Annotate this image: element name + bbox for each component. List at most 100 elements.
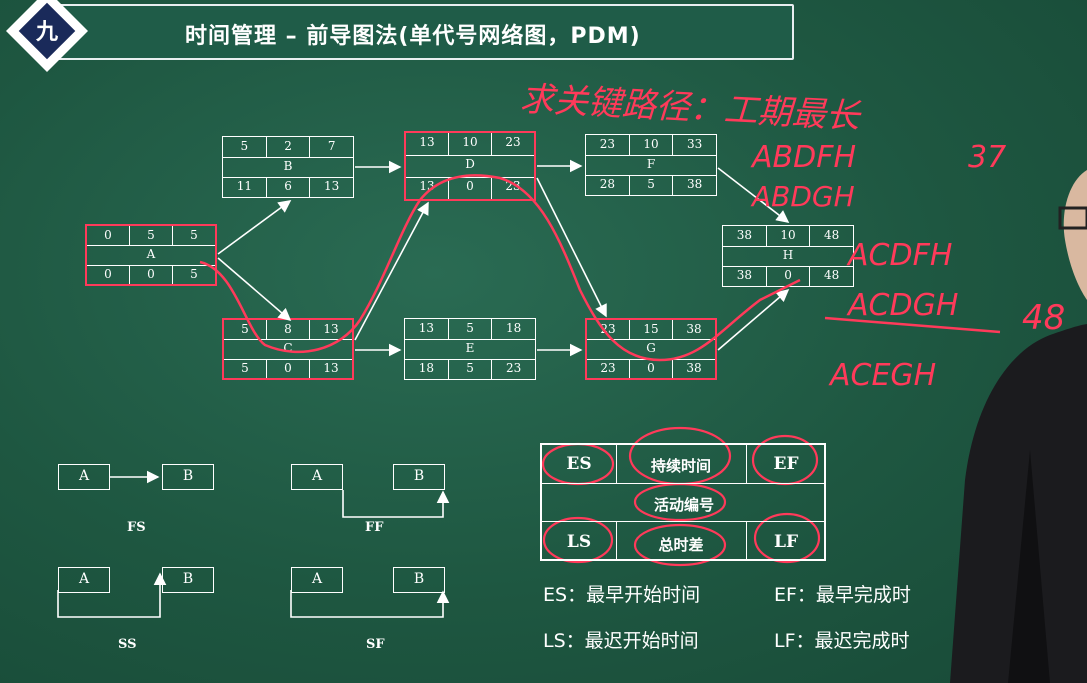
node-B-duration: 2 bbox=[267, 137, 311, 157]
node-G-ef: 38 bbox=[686, 322, 702, 336]
chapter-number: 九 bbox=[35, 20, 58, 45]
node-B-es: 5 bbox=[223, 137, 267, 157]
ss-box-b: B bbox=[162, 567, 214, 593]
handwriting-duration-4: 48 bbox=[1022, 298, 1066, 338]
node-F-lf: 38 bbox=[687, 176, 703, 191]
sf-connector bbox=[290, 590, 450, 618]
node-H-ls: 38 bbox=[723, 265, 767, 286]
node-A-ls: 0 bbox=[87, 264, 130, 284]
handwriting-underline bbox=[824, 316, 1001, 334]
node-H-float: 0 bbox=[767, 265, 811, 286]
node-E-float: 5 bbox=[449, 358, 493, 379]
node-legend: ES 持续时间 EF 活动编号 LS 总时差 LF bbox=[540, 443, 826, 561]
node-H-lf: 48 bbox=[824, 267, 840, 282]
node-A-duration: 5 bbox=[130, 226, 173, 246]
node-G-es: 23 bbox=[587, 320, 630, 340]
legend-duration: 持续时间 bbox=[650, 457, 711, 475]
node-C-es: 5 bbox=[224, 320, 267, 340]
sf-box-a: A bbox=[291, 567, 343, 593]
title-bar: 时间管理 – 前导图法(单代号网络图，PDM) bbox=[48, 4, 794, 60]
edge-C-D bbox=[354, 201, 429, 341]
handwriting-path-5: ACEGH bbox=[830, 358, 937, 393]
node-B-ls: 11 bbox=[223, 176, 267, 197]
note-lf: LF：最迟完成时 bbox=[774, 630, 910, 652]
node-A-es: 0 bbox=[87, 226, 130, 246]
legend-es: ES bbox=[566, 454, 592, 474]
edge-G-H bbox=[717, 288, 790, 351]
legend-ef: EF bbox=[773, 454, 799, 474]
node-D-float: 0 bbox=[449, 176, 492, 199]
legend-lf: LF bbox=[773, 532, 799, 552]
handwriting-path-3: ACDFH bbox=[848, 238, 953, 273]
page-title: 时间管理 – 前导图法(单代号网络图，PDM) bbox=[185, 24, 641, 49]
ss-box-a: A bbox=[58, 567, 110, 593]
sf-label: SF bbox=[366, 637, 385, 652]
node-B-float: 6 bbox=[267, 176, 311, 197]
ff-connector bbox=[342, 490, 450, 518]
ef-circle bbox=[751, 434, 819, 486]
legend-ls: LS bbox=[566, 532, 592, 552]
ls-circle bbox=[542, 516, 614, 564]
node-A-float: 0 bbox=[130, 264, 173, 284]
critical-path-stroke bbox=[199, 174, 801, 362]
node-C-lf: 13 bbox=[323, 360, 339, 375]
node-H-duration: 10 bbox=[767, 226, 811, 246]
note-ef: EF：最早完成时 bbox=[774, 584, 911, 606]
node-B-lf: 13 bbox=[324, 178, 340, 193]
ff-label: FF bbox=[365, 520, 384, 535]
legend-activity-id: 活动编号 bbox=[653, 496, 714, 514]
node-C-float: 0 bbox=[267, 358, 310, 378]
node-G-float: 0 bbox=[630, 358, 673, 378]
edge-F-H bbox=[717, 167, 790, 223]
node-E-ef: 18 bbox=[506, 321, 522, 335]
note-ls: LS：最迟开始时间 bbox=[543, 630, 699, 652]
node-D-label: D bbox=[465, 156, 475, 171]
node-H-label: H bbox=[782, 247, 794, 262]
edge-A-C bbox=[217, 257, 292, 322]
node-G-duration: 15 bbox=[630, 320, 673, 340]
node-D-es: 13 bbox=[406, 133, 449, 155]
node-C-label: C bbox=[283, 341, 293, 356]
fs-box-b: B bbox=[162, 464, 214, 490]
handwriting-duration-1: 37 bbox=[968, 140, 1007, 175]
handwriting-path-2: ABDGH bbox=[752, 180, 855, 213]
activity-id-circle bbox=[633, 482, 727, 522]
handwriting-path-1: ABDFH bbox=[752, 140, 857, 175]
node-F-float: 5 bbox=[630, 174, 674, 195]
node-E-duration: 5 bbox=[449, 319, 493, 339]
node-H-ef: 48 bbox=[824, 228, 840, 242]
node-E-label: E bbox=[465, 340, 475, 355]
edge-A-B bbox=[217, 200, 292, 255]
node-G-ls: 23 bbox=[587, 358, 630, 378]
node-C-ef: 13 bbox=[323, 322, 339, 336]
node-D-ef: 23 bbox=[505, 135, 521, 149]
node-F-es: 23 bbox=[586, 135, 630, 155]
node-E-es: 13 bbox=[405, 319, 449, 339]
node-G-label: G bbox=[646, 341, 656, 356]
lf-circle bbox=[753, 512, 821, 564]
node-B-ef: 7 bbox=[327, 139, 336, 153]
node-F-duration: 10 bbox=[630, 135, 674, 155]
node-A-ef: 5 bbox=[190, 228, 198, 242]
node-A-label: A bbox=[146, 247, 156, 262]
node-B-label: B bbox=[283, 158, 293, 173]
ff-box-a: A bbox=[291, 464, 343, 490]
fs-box-a: A bbox=[58, 464, 110, 490]
node-A-lf: 5 bbox=[190, 266, 198, 281]
node-E-ls: 18 bbox=[405, 358, 449, 379]
presenter bbox=[950, 170, 1087, 683]
node-C-ls: 5 bbox=[224, 358, 267, 378]
node-F-label: F bbox=[646, 156, 656, 171]
handwriting-path-4: ACDGH bbox=[848, 288, 959, 323]
node-E-lf: 23 bbox=[506, 360, 522, 375]
node-H-es: 38 bbox=[723, 226, 767, 246]
note-es: ES：最早开始时间 bbox=[543, 584, 701, 606]
node-F-ef: 33 bbox=[687, 137, 703, 151]
edge-D-G bbox=[536, 177, 607, 318]
node-G-lf: 38 bbox=[686, 360, 702, 375]
